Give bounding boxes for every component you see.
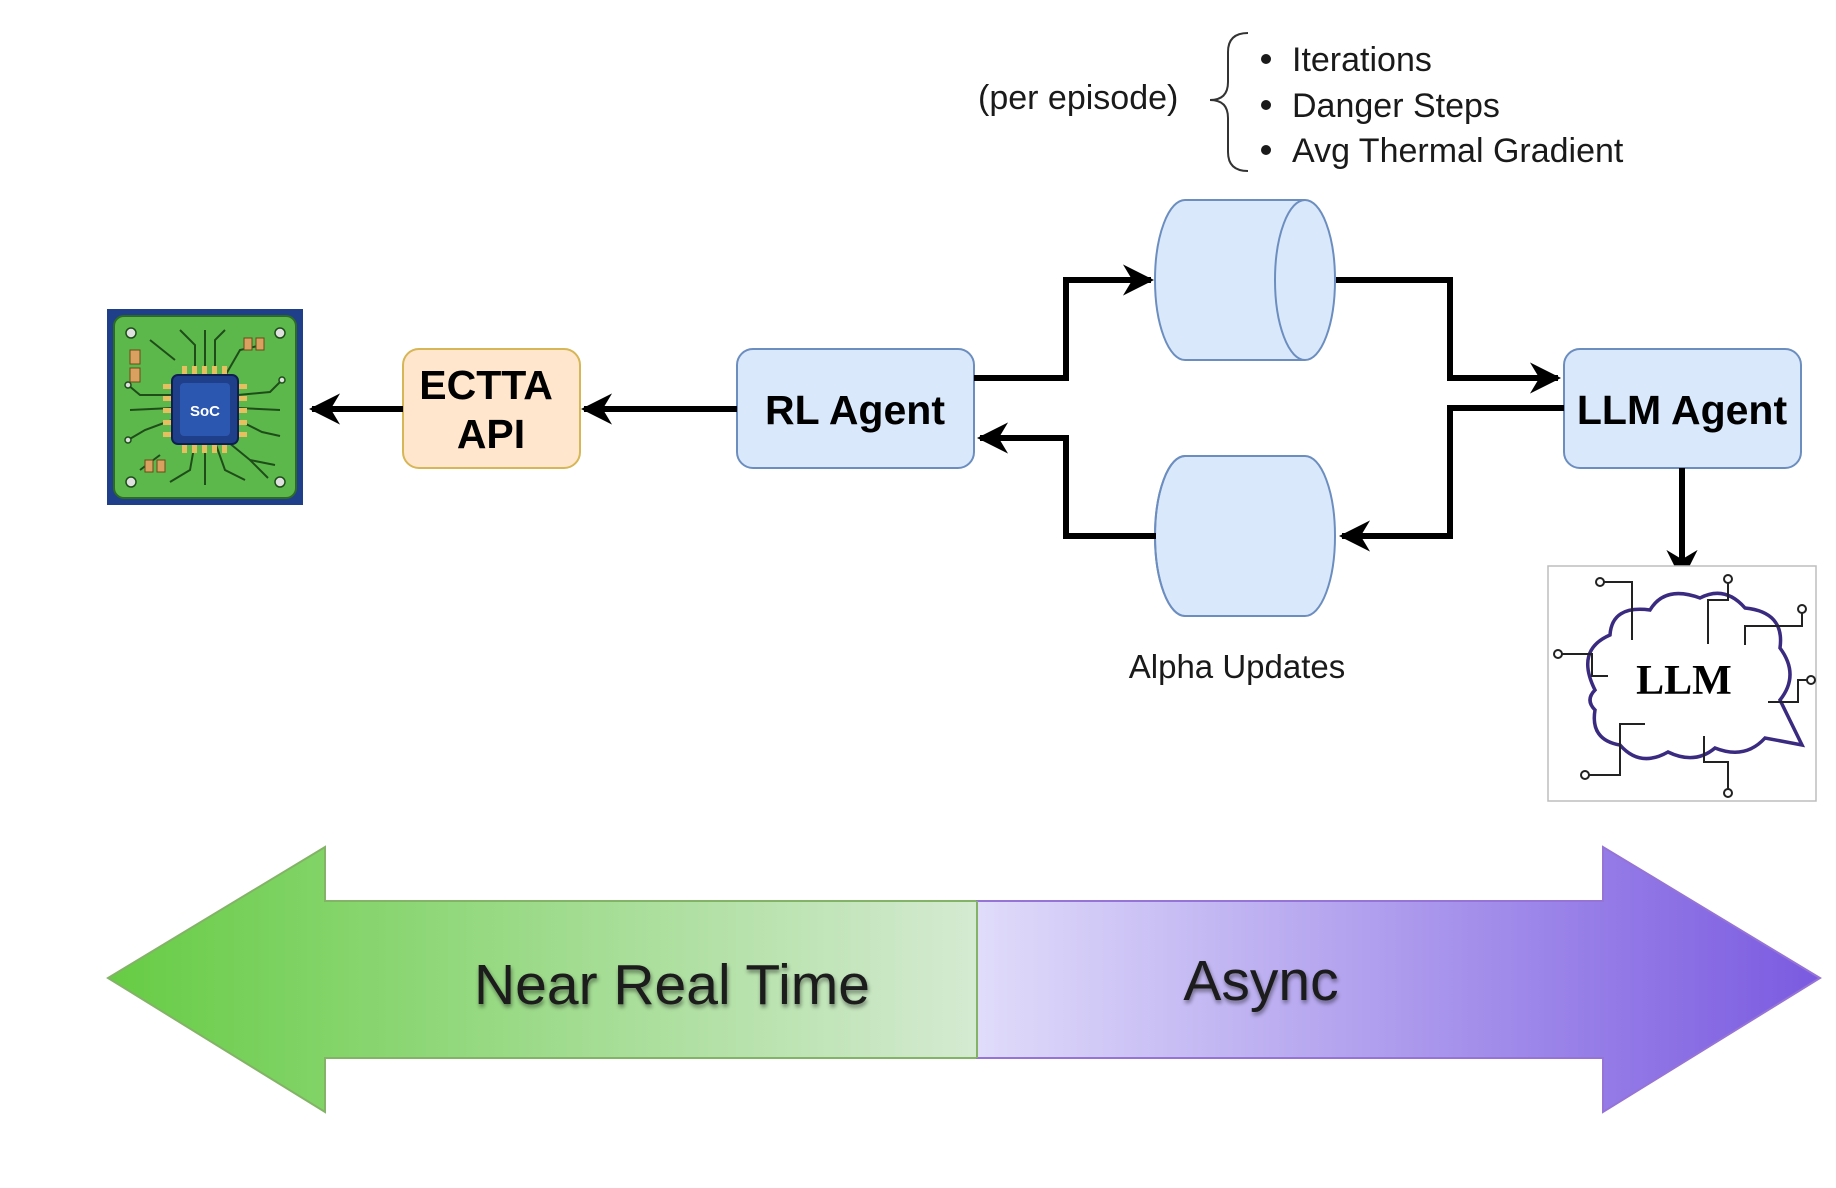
async-label: Async xyxy=(1183,949,1338,1013)
per-episode-label: (per episode) xyxy=(978,79,1178,117)
llm-icon-label: LLM xyxy=(1636,658,1732,704)
bullet-icon xyxy=(1261,54,1271,64)
connectors xyxy=(308,264,1698,582)
arrow-rl-to-metrics-queue xyxy=(974,264,1155,381)
svg-text:ECTTA API: ECTTA API xyxy=(419,362,563,457)
per-episode-annotation: (per episode) Iterations Danger Steps Av… xyxy=(978,32,1624,172)
rl-agent-node: RL Agent xyxy=(736,348,975,469)
bullet-icon xyxy=(1261,145,1271,155)
metrics-queue-cylinder xyxy=(1154,199,1336,361)
llm-agent-label: LLM Agent xyxy=(1577,387,1788,433)
arrow-metrics-queue-to-llm xyxy=(1336,277,1562,394)
bullet-icon xyxy=(1261,100,1271,110)
llm-agent-node: LLM Agent xyxy=(1563,348,1802,469)
async-arrow-half xyxy=(976,845,1822,1114)
curly-brace-icon xyxy=(1209,32,1249,172)
arrow-alpha-queue-to-rl xyxy=(976,422,1156,539)
near-real-time-arrow-half xyxy=(106,845,978,1114)
metric-avg-thermal-gradient: Avg Thermal Gradient xyxy=(1292,132,1624,170)
arrow-llm-to-alpha-queue xyxy=(1338,405,1564,552)
near-real-time-label: Near Real Time xyxy=(474,953,870,1017)
llm-cloud-icon: LLM xyxy=(1547,565,1817,802)
alpha-updates-queue-cylinder xyxy=(1154,455,1336,617)
timescale-arrow: Near Real Time Async xyxy=(106,845,1822,1114)
metric-iterations: Iterations xyxy=(1292,41,1432,79)
alpha-updates-label: Alpha Updates xyxy=(1129,648,1345,685)
rl-agent-label: RL Agent xyxy=(765,387,945,433)
ectta-api-label-line2: API xyxy=(457,411,525,457)
soc-chip-icon: SoC xyxy=(107,309,303,505)
soc-chip-label: SoC xyxy=(190,403,220,420)
ectta-api-label-line1: ECTTA xyxy=(419,362,552,408)
ectta-api-node: ECTTA API xyxy=(402,348,581,469)
metric-danger-steps: Danger Steps xyxy=(1292,87,1500,125)
